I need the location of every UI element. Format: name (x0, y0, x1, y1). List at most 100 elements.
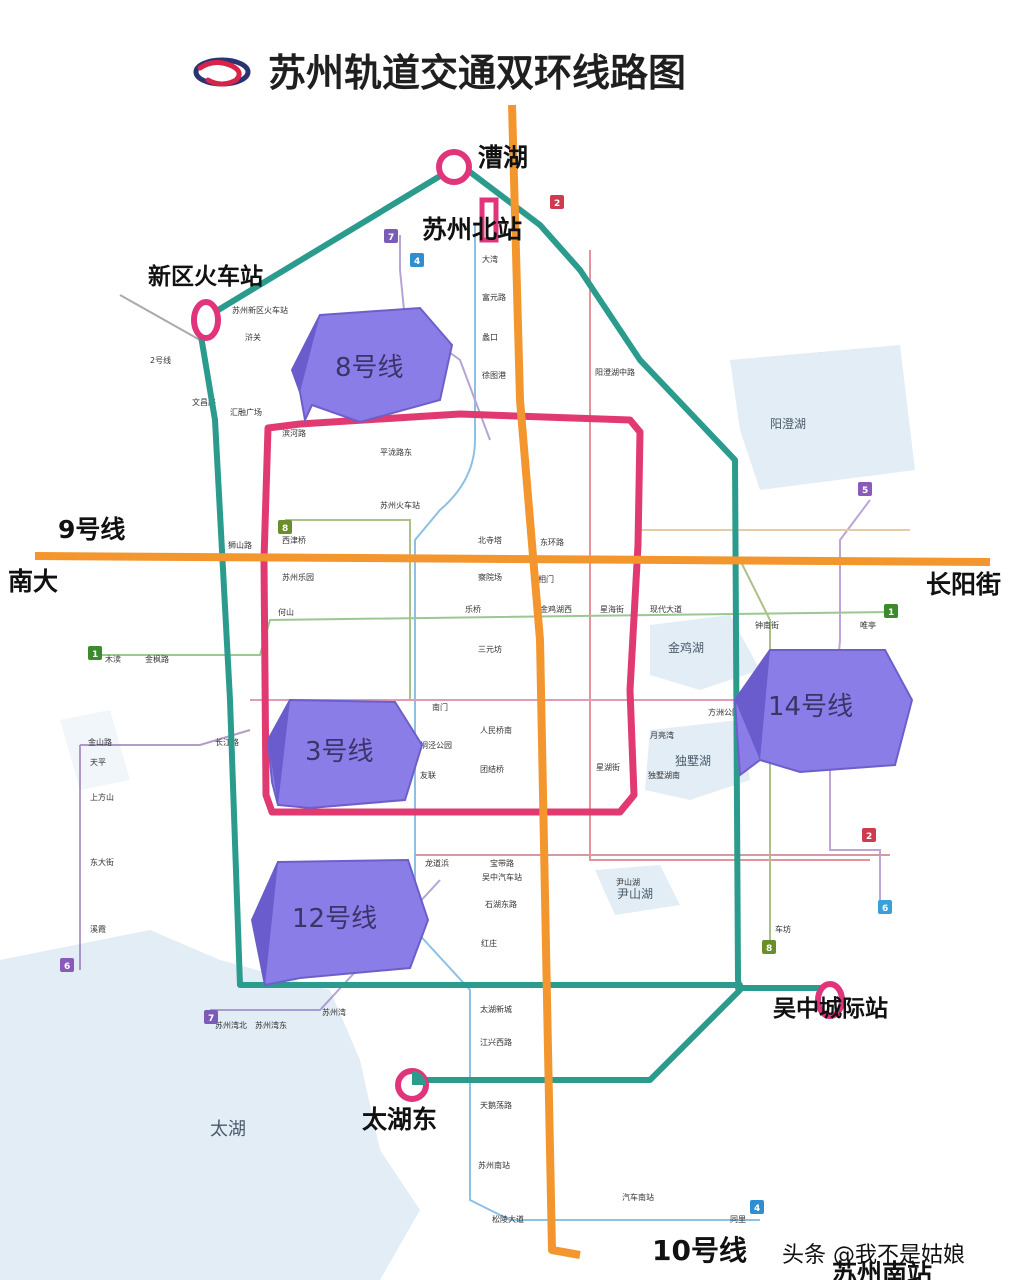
station-label: 天平 (90, 758, 106, 767)
station-label-caohu: 漕湖 (478, 143, 528, 172)
station-label: 苏州乐园 (282, 572, 314, 582)
station-label: 友联 (420, 770, 436, 780)
station-label: 金山路 (88, 737, 112, 747)
station-label: 方洲公园 (708, 707, 740, 717)
line-badge-6b: 6 (60, 958, 74, 972)
station-label: 阳澄湖中路 (595, 367, 635, 377)
svg-text:8: 8 (766, 944, 772, 954)
line-badge-6a: 6 (878, 900, 892, 914)
station-label: 2号线 (150, 355, 171, 365)
inner-ring-line (260, 410, 644, 816)
station-label: 江兴西路 (480, 1037, 512, 1047)
svg-text:2: 2 (866, 832, 872, 842)
yangcheng-water (730, 345, 915, 490)
station-label: 汇融广场 (230, 407, 262, 417)
station-label-suzhou-south: 苏州南站 (832, 1259, 932, 1280)
line-10-vertical (508, 104, 581, 1259)
lake-label-yangcheng: 阳澄湖 (770, 416, 806, 431)
station-label: 上方山 (90, 792, 114, 802)
line-badge-1b: 1 (884, 604, 898, 618)
station-label: 尹山湖 (616, 877, 640, 887)
station-label: 滨河路 (282, 428, 306, 438)
station-label: 文昌路 (192, 397, 216, 407)
svg-text:8: 8 (282, 524, 288, 534)
xinqu-hub[interactable] (191, 299, 221, 341)
taihu-water (0, 930, 420, 1280)
page-title: 苏州轨道交通双环线路图 (268, 51, 686, 95)
wuzhong-hub[interactable] (815, 981, 845, 1019)
svg-text:4: 4 (414, 257, 420, 267)
station-label: 金鸡湖西 (540, 604, 572, 614)
line-9-horizontal (34, 552, 991, 566)
line-badge-4a: 4 (410, 253, 424, 267)
station-label: 北寺塔 (478, 535, 502, 545)
caohu-hub[interactable] (436, 149, 472, 185)
line-badge-2a: 2 (550, 195, 564, 209)
line-badge-1a: 1 (88, 646, 102, 660)
station-label: 现代大道 (650, 604, 682, 614)
southwest-water (60, 710, 130, 790)
station-label: 人民桥南 (480, 725, 512, 735)
svg-text:1: 1 (888, 608, 894, 618)
svg-text:7: 7 (208, 1014, 214, 1024)
watermark: 头条 @我不是姑娘 (782, 1243, 965, 1268)
line-badge-4b: 4 (750, 1200, 764, 1214)
lake-label-dushu: 独墅湖 (675, 753, 711, 768)
label-line10: 10号线 (652, 1234, 747, 1267)
station-label: 同里 (730, 1215, 746, 1224)
station-label: 东环路 (540, 537, 564, 547)
station-label-xinqu: 新区火车站 (148, 263, 263, 290)
station-label: 车坊 (775, 924, 791, 934)
yinshan-water (595, 865, 680, 915)
bubble-label-line8: 8号线 (335, 353, 404, 383)
station-label: 汽车南站 (622, 1192, 654, 1202)
station-label: 唯亭 (860, 620, 876, 630)
station-label: 苏州南站 (478, 1160, 510, 1170)
svg-text:2: 2 (554, 199, 560, 209)
station-label: 苏州新区火车站 (232, 305, 288, 315)
water-areas (0, 345, 915, 1280)
suzhou-north-hub[interactable] (479, 197, 499, 243)
bubble-label-line12: 12号线 (292, 904, 377, 934)
station-label: 浒关 (245, 332, 261, 342)
station-label: 星海街 (600, 604, 624, 614)
station-label-taihu-east: 太湖东 (362, 1105, 437, 1134)
station-label: 富元路 (482, 292, 506, 302)
bubble-line-3: 3号线 (266, 698, 424, 810)
station-label: 天鹅荡路 (480, 1100, 512, 1110)
label-line9: 9号线 (58, 515, 125, 544)
svg-text:7: 7 (388, 233, 394, 243)
line-badge-8a: 8 (278, 520, 292, 534)
station-label: 苏州湾北 (215, 1020, 247, 1030)
line-badge-7b: 7 (204, 1010, 218, 1024)
lake-label-yinshan: 尹山湖 (617, 886, 653, 901)
bg-line-4 (414, 225, 760, 1221)
station-label: 苏州火车站 (380, 500, 420, 510)
dushu-water (645, 720, 750, 800)
station-label: 西津桥 (282, 535, 306, 545)
station-label: 南门 (432, 702, 448, 712)
station-label: 蠡口 (482, 332, 498, 342)
bg-line-2 (589, 250, 870, 861)
station-label: 龙道浜 (425, 858, 449, 868)
svg-text:6: 6 (882, 904, 888, 914)
station-label: 团结桥 (480, 764, 504, 774)
station-label: 木渎 (105, 654, 121, 664)
lake-label-taihu: 太湖 (210, 1119, 246, 1140)
station-label: 月亮湾 (650, 730, 674, 740)
station-label: 红庄 (481, 938, 497, 948)
station-label: 苏州湾 (322, 1007, 346, 1017)
taihu-east-teal-dot (412, 1071, 426, 1085)
svg-text:6: 6 (64, 962, 70, 972)
lake-label-jinji: 金鸡湖 (668, 640, 704, 655)
small-station-labels: 2号线 苏州新区火车站 浒关 文昌路 西津桥 汇融广场 滨河路 狮山路 苏州乐园… (88, 254, 876, 1224)
station-label-suzhou-north: 苏州北站 (422, 215, 522, 244)
line-badge-8b: 8 (762, 940, 776, 954)
svg-text:5: 5 (862, 486, 868, 496)
station-label: 狮山路 (228, 540, 252, 550)
station-label: 独墅湖南 (648, 770, 680, 780)
station-label: 何山 (278, 607, 294, 617)
bg-line-8 (285, 519, 771, 940)
bubble-label-line14: 14号线 (768, 692, 853, 722)
